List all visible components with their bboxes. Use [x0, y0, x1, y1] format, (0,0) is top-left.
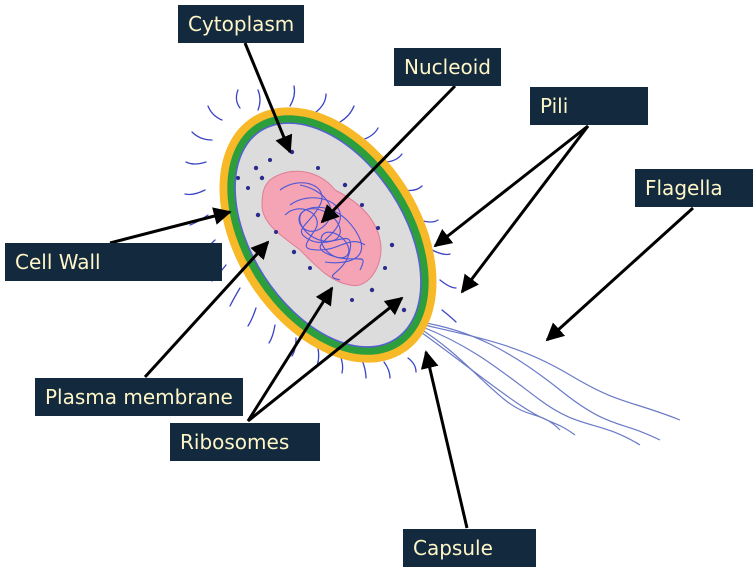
arrow-pili-2 [460, 125, 590, 294]
arrow-cell-wall [109, 207, 232, 245]
label-arrows [109, 42, 695, 529]
arrow-nucleoid [320, 84, 457, 224]
label-cell-wall: Cell Wall [5, 243, 222, 281]
label-cytoplasm: Cytoplasm [178, 5, 305, 43]
arrow-capsule [420, 350, 469, 529]
flagella-strands [417, 321, 681, 446]
arrow-cytoplasm [243, 42, 293, 154]
label-ribosomes: Ribosomes [170, 423, 320, 461]
arrow-plasma-membrane [143, 240, 270, 379]
label-flagella: Flagella [635, 169, 753, 207]
arrow-pili-1 [433, 124, 589, 248]
arrow-ribosomes-2 [247, 296, 404, 423]
label-nucleoid: Nucleoid [394, 48, 501, 86]
label-capsule: Capsule [403, 529, 536, 567]
arrow-flagella [545, 206, 695, 342]
label-pili: Pili [530, 87, 648, 125]
arrow-ribosomes-1 [246, 286, 334, 422]
label-plasma-membrane: Plasma membrane [35, 378, 243, 416]
